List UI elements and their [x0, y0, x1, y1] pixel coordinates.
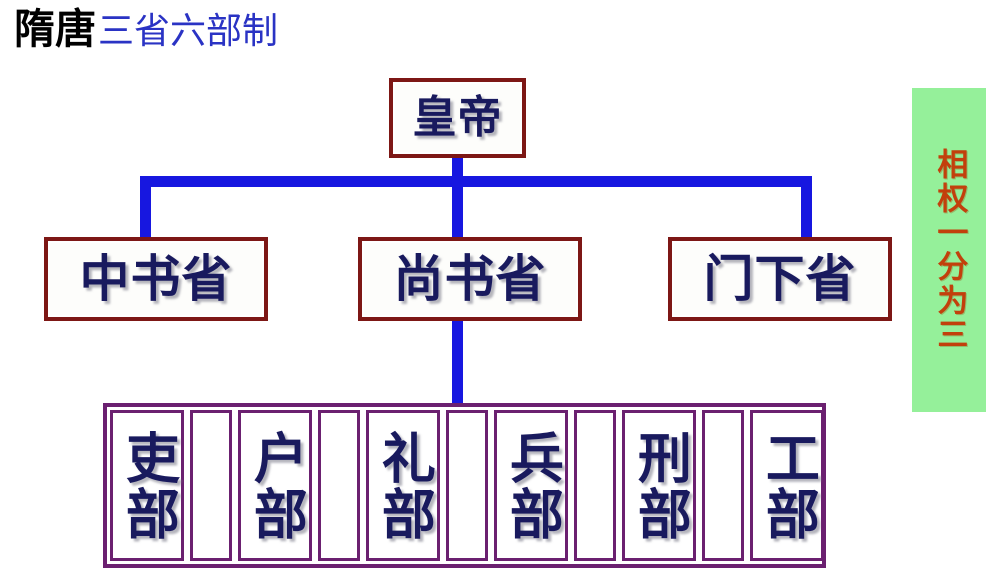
annotation-banner: 相权一分为三 [912, 88, 986, 412]
node-emperor[interactable]: 皇帝 [389, 78, 526, 158]
title-dynasty: 隋唐 [14, 5, 96, 53]
ministry-bingbu[interactable]: 兵部 [494, 410, 568, 561]
ministry-spacer-cell [318, 410, 360, 561]
ministry-spacer-cell [190, 410, 232, 561]
node-zhongshu-sheng-label: 中书省 [79, 250, 233, 308]
node-shangshu-sheng-label: 尚书省 [393, 250, 547, 308]
ministry-libu-rites-label: 礼部 [372, 429, 436, 542]
ministry-gongbu-label: 工部 [756, 429, 820, 542]
node-emperor-inner: 皇帝 [393, 82, 522, 154]
connector-drop-center [452, 176, 463, 238]
node-emperor-label: 皇帝 [412, 92, 503, 143]
ministry-gongbu[interactable]: 工部 [750, 410, 824, 561]
ministry-spacer-cell [574, 410, 616, 561]
connector-horizontal-bus [140, 176, 812, 187]
ministry-hubu[interactable]: 户部 [238, 410, 312, 561]
ministry-libu-label: 吏部 [116, 429, 180, 542]
node-menxia-sheng[interactable]: 门下省 [668, 237, 892, 321]
node-shangshu-sheng[interactable]: 尚书省 [358, 237, 582, 321]
connector-drop-left [140, 176, 151, 238]
page-title: 隋唐三省六部制 [14, 9, 278, 50]
connector-shangshu-to-ministries [452, 318, 463, 406]
six-ministries-strip: 吏部 户部 礼部 兵部 刑部 工部 [103, 403, 826, 568]
ministry-bingbu-label: 兵部 [500, 429, 564, 542]
node-zhongshu-sheng[interactable]: 中书省 [44, 237, 268, 321]
ministry-xingbu-label: 刑部 [628, 429, 692, 542]
node-shangshu-sheng-inner: 尚书省 [362, 241, 578, 317]
title-system: 三省六部制 [98, 11, 279, 52]
connector-drop-right [801, 176, 812, 238]
connector-emperor-stem [452, 154, 463, 186]
node-menxia-sheng-inner: 门下省 [672, 241, 888, 317]
ministry-libu-rites[interactable]: 礼部 [366, 410, 440, 561]
annotation-banner-label: 相权一分为三 [931, 148, 968, 352]
ministry-hubu-label: 户部 [244, 429, 308, 542]
ministry-libu[interactable]: 吏部 [110, 410, 184, 561]
node-zhongshu-sheng-inner: 中书省 [48, 241, 264, 317]
ministry-xingbu[interactable]: 刑部 [622, 410, 696, 561]
node-menxia-sheng-label: 门下省 [703, 250, 857, 308]
ministry-spacer-cell [446, 410, 488, 561]
ministry-spacer-cell [702, 410, 744, 561]
